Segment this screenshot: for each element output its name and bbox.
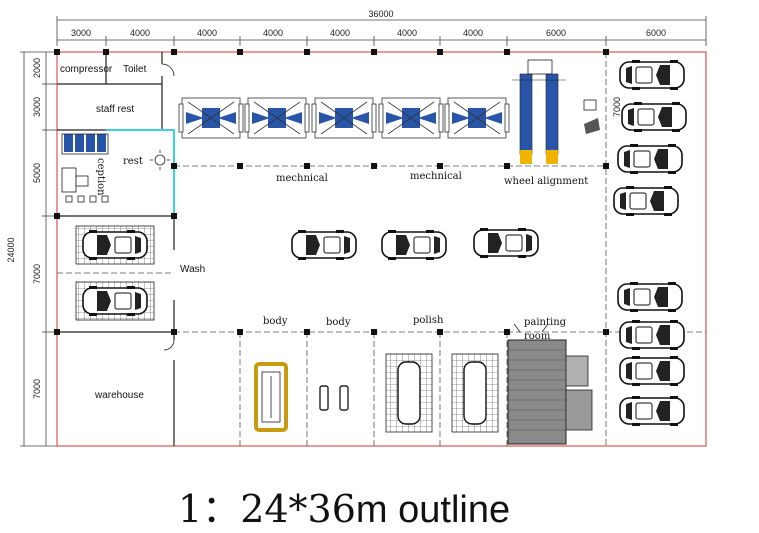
- left-segment-label: 7000: [32, 264, 42, 284]
- caption-suffix: m outline: [355, 489, 511, 531]
- body-zone-label-1: body: [263, 316, 288, 327]
- top-segment-label: 4000: [463, 28, 483, 38]
- plan-caption: 1：24*36m outline: [178, 478, 510, 533]
- rest-table-icon: [150, 150, 170, 170]
- polish-bay-2: [451, 353, 499, 433]
- top-segment-label: 6000: [546, 28, 566, 38]
- polish-zone-label: polish: [413, 315, 444, 326]
- painting-booth: [507, 323, 593, 445]
- caption-prefix: 1：: [178, 487, 241, 531]
- painting-room-label: painting: [524, 317, 567, 328]
- reception-desk: [61, 167, 109, 203]
- frame-machine: [254, 362, 288, 432]
- top-segment-label: 3000: [71, 28, 91, 38]
- lift-bays: [178, 97, 510, 139]
- left-segment-label: 2000: [32, 58, 42, 78]
- top-dimension-line: [56, 16, 707, 46]
- left-segment-labels: 2000 3000 5000 7000 7000: [32, 58, 42, 399]
- staff-rest-label: staff rest: [96, 104, 134, 115]
- left-segment-label: 3000: [32, 97, 42, 117]
- left-segment-label: 5000: [32, 163, 42, 183]
- mechanical-zone-label-1: mechnical: [276, 173, 328, 184]
- wash-label: Wash: [180, 264, 205, 275]
- top-segment-label: 4000: [197, 28, 217, 38]
- left-segment-label: 7000: [32, 379, 42, 399]
- total-height-label: 24000: [6, 237, 16, 262]
- toilet-label: Toilet: [123, 64, 147, 75]
- mechanical-zone-label-2: mechnical: [410, 171, 462, 182]
- wheel-alignment-lift: [512, 59, 600, 164]
- top-segment-labels: 3000 4000 4000 4000 4000 4000 4000 6000 …: [71, 28, 666, 38]
- parking-cars-right: [614, 60, 686, 426]
- body-stands: [319, 385, 349, 411]
- caption-size: 24*36: [240, 487, 356, 531]
- rest-label: rest: [123, 156, 143, 167]
- wash-bay-1: [75, 225, 155, 265]
- wash-bay-2: [75, 281, 155, 321]
- wheel-alignment-label: wheel alignment: [504, 176, 588, 187]
- right-bay-label: 7000: [612, 97, 622, 117]
- top-segment-label: 4000: [263, 28, 283, 38]
- painting-room-label-2: room: [524, 331, 551, 342]
- body-zone-label-2: body: [326, 317, 351, 328]
- total-width-label: 36000: [368, 9, 393, 19]
- building-outline: [56, 51, 707, 447]
- top-segment-label: 6000: [646, 28, 666, 38]
- warehouse-label: warehouse: [94, 390, 144, 401]
- parked-cars-middle: [291, 227, 539, 261]
- door-swings: [161, 63, 175, 351]
- polish-bay-1: [385, 353, 433, 433]
- lockers: [61, 133, 109, 155]
- left-dimension-line: [20, 51, 57, 447]
- top-segment-label: 4000: [330, 28, 350, 38]
- top-segment-label: 4000: [130, 28, 150, 38]
- structural-columns: [54, 49, 609, 335]
- reception-label: ception: [95, 158, 106, 196]
- top-segment-label: 4000: [397, 28, 417, 38]
- reception-partition: [106, 129, 175, 216]
- compressor-label: compressor: [60, 64, 113, 75]
